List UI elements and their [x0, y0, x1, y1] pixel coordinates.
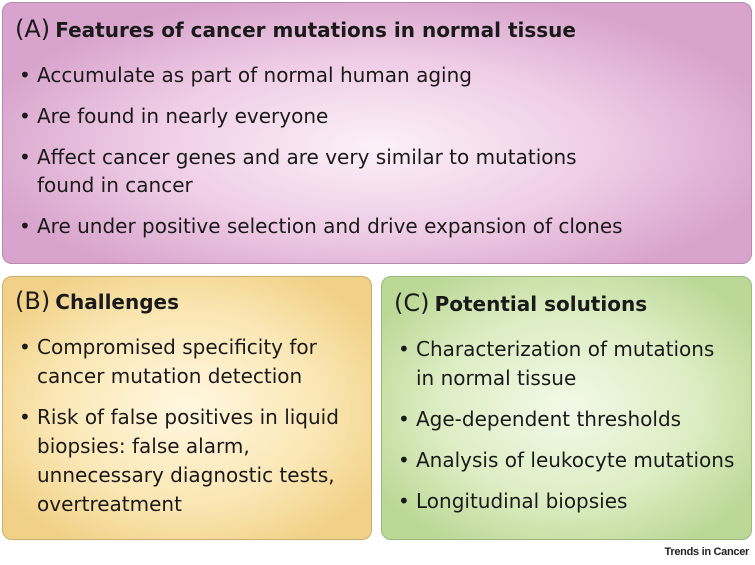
panel-challenges: (B) Challenges •Compromised specificity … [2, 276, 372, 540]
list-item-text: Analysis of leukocyte mutations [416, 448, 735, 472]
list-item-text: Are under positive selection and drive e… [37, 214, 623, 238]
list-item: •Longitudinal biopsies [396, 487, 746, 516]
challenges-list: •Compromised specificity for cancer muta… [17, 333, 362, 531]
bullet-icon: • [19, 104, 31, 128]
panel-challenges-letter: (B) [15, 287, 51, 315]
list-item-text: Age-dependent thresholds [416, 407, 682, 431]
panel-solutions-letter: (C) [394, 289, 430, 317]
bullet-icon: • [19, 335, 31, 359]
list-item-text: Accumulate as part of normal human aging [37, 63, 472, 87]
list-item: •Analysis of leukocyte mutations [396, 446, 746, 475]
panel-features-heading: Features of cancer mutations in normal t… [55, 18, 576, 42]
bullet-icon: • [19, 214, 31, 238]
journal-credit: Trends in Cancer [664, 546, 750, 558]
bullet-icon: • [19, 63, 31, 87]
list-item: •Are found in nearly everyone [17, 102, 737, 130]
list-item: •Are under positive selection and drive … [17, 212, 737, 240]
panel-solutions-title: (C) Potential solutions [394, 289, 647, 317]
list-item-text: Are found in nearly everyone [37, 104, 329, 128]
bullet-icon: • [398, 407, 410, 431]
list-item-text: Compromised specificity for cancer mutat… [37, 335, 317, 388]
list-item: •Age-dependent thresholds [396, 405, 746, 434]
panel-solutions: (C) Potential solutions •Characterizatio… [381, 276, 752, 540]
list-item: •Characterization of mutations in normal… [396, 335, 736, 393]
list-item-text: Characterization of mutations in normal … [416, 337, 715, 390]
panel-solutions-heading: Potential solutions [434, 292, 648, 316]
list-item-text: Affect cancer genes and are very similar… [37, 145, 577, 197]
list-item: •Risk of false positives in liquid biops… [17, 403, 362, 519]
list-item: •Compromised specificity for cancer muta… [17, 333, 337, 391]
bullet-icon: • [398, 448, 410, 472]
panel-features-letter: (A) [15, 15, 51, 43]
bullet-icon: • [398, 489, 410, 513]
solutions-list: •Characterization of mutations in normal… [396, 335, 746, 528]
bullet-icon: • [19, 405, 31, 429]
panel-challenges-heading: Challenges [55, 290, 180, 314]
list-item-text: Risk of false positives in liquid biopsi… [37, 405, 339, 516]
bullet-icon: • [19, 145, 31, 169]
bullet-icon: • [398, 337, 410, 361]
panel-features-title: (A) Features of cancer mutations in norm… [15, 15, 576, 43]
list-item: •Affect cancer genes and are very simila… [17, 143, 617, 199]
panel-features: (A) Features of cancer mutations in norm… [2, 2, 752, 264]
list-item: •Accumulate as part of normal human agin… [17, 61, 737, 89]
list-item-text: Longitudinal biopsies [416, 489, 628, 513]
panel-challenges-title: (B) Challenges [15, 287, 179, 315]
features-list: •Accumulate as part of normal human agin… [17, 61, 737, 253]
